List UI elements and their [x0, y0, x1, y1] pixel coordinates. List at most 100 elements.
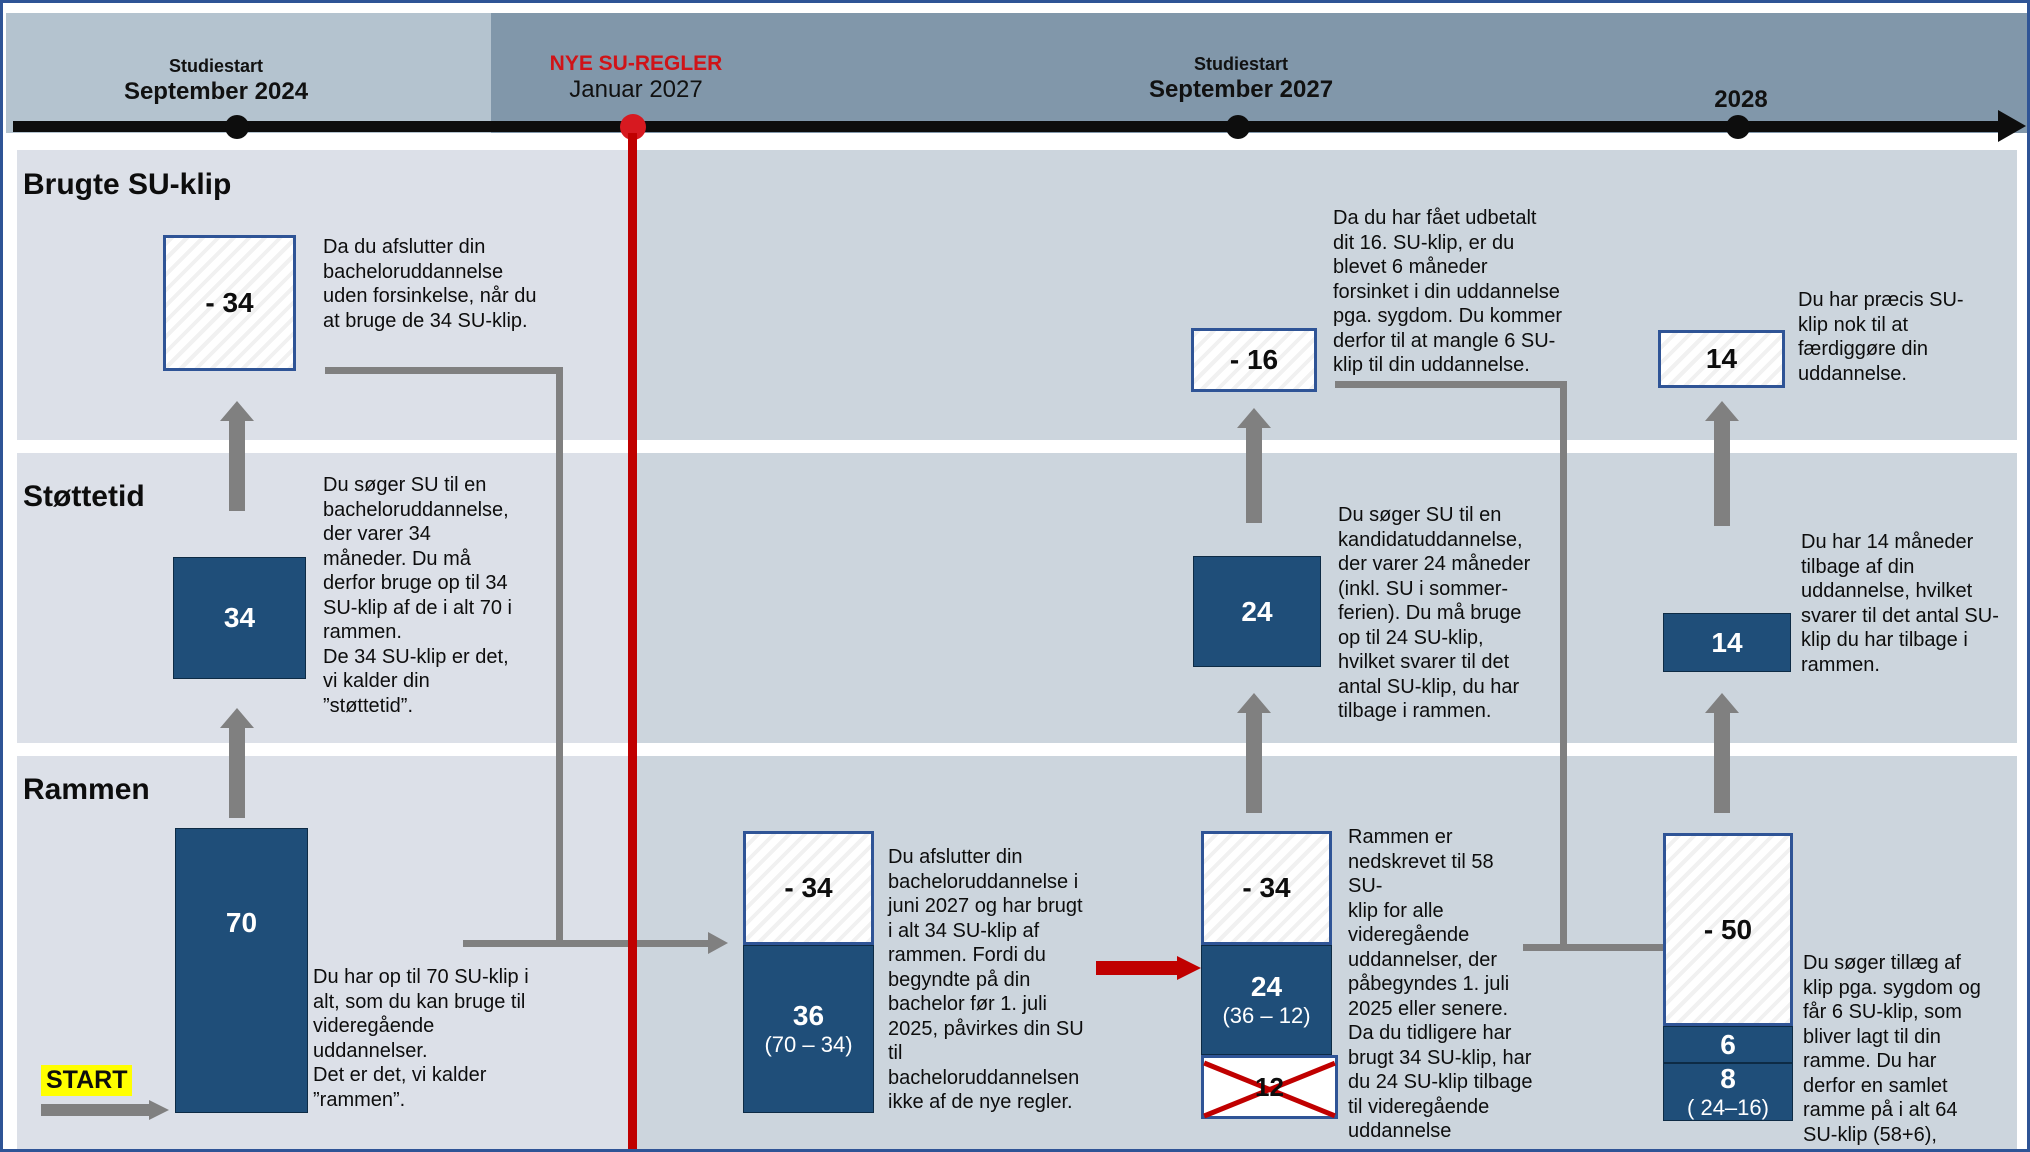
- connector-segment: [325, 367, 563, 374]
- row-brugte-su-klip: [17, 150, 2017, 440]
- connector-segment: [1335, 381, 1567, 388]
- brugte-box-14: 14: [1658, 330, 1785, 388]
- connector-segment: [463, 940, 713, 947]
- arrow-shaft: [229, 726, 245, 818]
- milestone-3-main: September 2027: [1148, 76, 1334, 103]
- milestone-2-main: Januar 2027: [569, 76, 703, 103]
- new-rules-vertical-line: [628, 133, 637, 1149]
- rammen-bar2-minus34: - 34: [743, 831, 874, 945]
- brugte-box-minus34-value: - 34: [205, 287, 254, 318]
- timeline-header: Studiestart September 2024 NYE SU-REGLER…: [6, 13, 2027, 133]
- arrow-up-rammen-to-stottetid-2: [1237, 693, 1271, 813]
- arrow-head-icon: [1177, 956, 1201, 980]
- connector-brugte1-to-rammen-bar2: [325, 367, 745, 957]
- arrow-right-start: [41, 1100, 169, 1120]
- row-shade: [631, 453, 2017, 743]
- arrow-shaft: [1714, 711, 1730, 813]
- rammen-bar4-6-value: 6: [1720, 1028, 1736, 1060]
- rammen-bar3-24: 24 (36 – 12): [1201, 945, 1332, 1055]
- arrow-up-rammen-to-stottetid-1: [220, 708, 254, 818]
- arrow-head-icon: [220, 401, 254, 421]
- rammen-bar3-removed-12: 12: [1201, 1055, 1338, 1119]
- rammen-bar-70-value: 70: [225, 906, 258, 938]
- rammen-bar4-6: 6: [1663, 1026, 1793, 1063]
- rammen-bar2-36-sub: (70 – 34): [764, 1032, 853, 1057]
- brugte-note-1: Da du afslutter din bacheloruddannelse u…: [323, 236, 537, 332]
- arrow-right-red-rule-change: [1096, 956, 1201, 980]
- arrow-head-icon: [1237, 693, 1271, 713]
- brugte-note-3: Du har præcis SU- klip nok til at færdig…: [1798, 289, 1964, 385]
- stottetid-bar-34-value: 34: [223, 602, 256, 633]
- rammen-bar-70: 70: [175, 828, 308, 1113]
- brugte-box-minus34: - 34: [163, 235, 296, 371]
- timeline-dot-2028: [1726, 115, 1750, 139]
- brugte-box-minus16-value: - 16: [1229, 344, 1279, 375]
- rammen-note-2: Du afslutter din bacheloruddannelse i ju…: [888, 846, 1084, 1113]
- connector-segment: [1523, 944, 1695, 951]
- stottetid-note-3: Du har 14 måneder tilbage af din uddanne…: [1801, 531, 1999, 676]
- connector-segment: [556, 367, 563, 947]
- brugte-box-14-value: 14: [1705, 343, 1738, 374]
- arrow-up-stottetid-to-brugte-3: [1705, 401, 1739, 526]
- arrow-head-icon: [708, 932, 728, 954]
- row-stottetid: [17, 453, 2017, 743]
- stottetid-note-2: Du søger SU til en kandidatuddannelse, d…: [1338, 504, 1531, 722]
- timeline-milestone-2: NYE SU-REGLER Januar 2027: [516, 53, 756, 105]
- timeline-arrow-icon: [1998, 110, 2026, 142]
- arrow-head-icon: [1705, 693, 1739, 713]
- rammen-bar3-removed-12-value: 12: [1255, 1071, 1284, 1102]
- milestone-1-main: September 2024: [123, 78, 309, 105]
- arrow-shaft: [1714, 419, 1730, 526]
- arrow-head-icon: [1705, 401, 1739, 421]
- stottetid-bar-24: 24: [1193, 556, 1321, 667]
- stottetid-bar-14-value: 14: [1711, 626, 1743, 658]
- arrow-shaft: [229, 419, 245, 511]
- rammen-bar3-24-sub: (36 – 12): [1222, 1003, 1311, 1028]
- rammen-note-1: Du har op til 70 SU-klip i alt, som du k…: [313, 966, 529, 1111]
- timeline-milestone-1: Studiestart September 2024: [96, 55, 336, 107]
- stottetid-note-1: Du søger SU til en bacheloruddannelse, d…: [323, 474, 512, 717]
- arrow-shaft: [1246, 426, 1262, 523]
- timeline-milestone-3: Studiestart September 2027: [1121, 53, 1361, 105]
- timeline-dot-2027: [1226, 115, 1250, 139]
- rammen-bar4-minus50-value: - 50: [1703, 913, 1753, 945]
- rammen-bar2-36: 36 (70 – 34): [743, 945, 874, 1113]
- rammen-bar3-24-value: 24: [1250, 971, 1283, 1002]
- rammen-bar3-minus34: - 34: [1201, 831, 1332, 945]
- rammen-bar3-minus34-value: - 34: [1242, 872, 1291, 903]
- milestone-1-sub: Studiestart: [168, 56, 264, 76]
- row-title-stottetid: Støttetid: [23, 480, 145, 513]
- arrow-shaft: [41, 1104, 151, 1116]
- rammen-bar4-8-sub: ( 24–16): [1687, 1095, 1769, 1120]
- rammen-bar4-minus50: - 50: [1663, 833, 1793, 1026]
- timeline-milestone-4: 2028: [1621, 85, 1861, 115]
- arrow-head-icon: [149, 1100, 169, 1120]
- brugte-box-minus16: - 16: [1191, 328, 1317, 392]
- arrow-shaft: [1246, 711, 1262, 813]
- arrow-head-icon: [220, 708, 254, 728]
- brugte-note-2: Da du har fået udbetalt dit 16. SU-klip,…: [1333, 207, 1562, 376]
- rammen-bar2-minus34-value: - 34: [784, 872, 833, 903]
- connector-segment: [1560, 381, 1567, 951]
- milestone-3-sub: Studiestart: [1193, 54, 1289, 74]
- arrow-up-stottetid-to-brugte-2: [1237, 408, 1271, 523]
- timeline-axis-line: [13, 121, 2003, 132]
- rammen-bar2-36-value: 36: [792, 1000, 825, 1031]
- rammen-note-4: Du søger tillæg af klip pga. sygdom og f…: [1803, 952, 1981, 1149]
- timeline-dot-2024: [225, 115, 249, 139]
- rammen-note-3: Rammen er nedskrevet til 58 SU- klip for…: [1348, 826, 1533, 1142]
- row-title-brugte: Brugte SU-klip: [23, 168, 232, 201]
- row-title-rammen: Rammen: [23, 773, 150, 806]
- arrow-up-rammen-to-stottetid-3: [1705, 693, 1739, 813]
- milestone-2-sub: NYE SU-REGLER: [549, 52, 723, 75]
- stottetid-bar-34: 34: [173, 557, 306, 679]
- arrow-head-icon: [1237, 408, 1271, 428]
- start-badge: START: [41, 1065, 133, 1096]
- rammen-bar4-8-value: 8: [1720, 1063, 1736, 1094]
- arrow-shaft: [1096, 961, 1183, 975]
- milestone-4-main: 2028: [1714, 86, 1768, 113]
- stottetid-bar-14: 14: [1663, 613, 1791, 672]
- arrow-up-stottetid-to-brugte-1: [220, 401, 254, 511]
- row-shade: [631, 150, 2017, 440]
